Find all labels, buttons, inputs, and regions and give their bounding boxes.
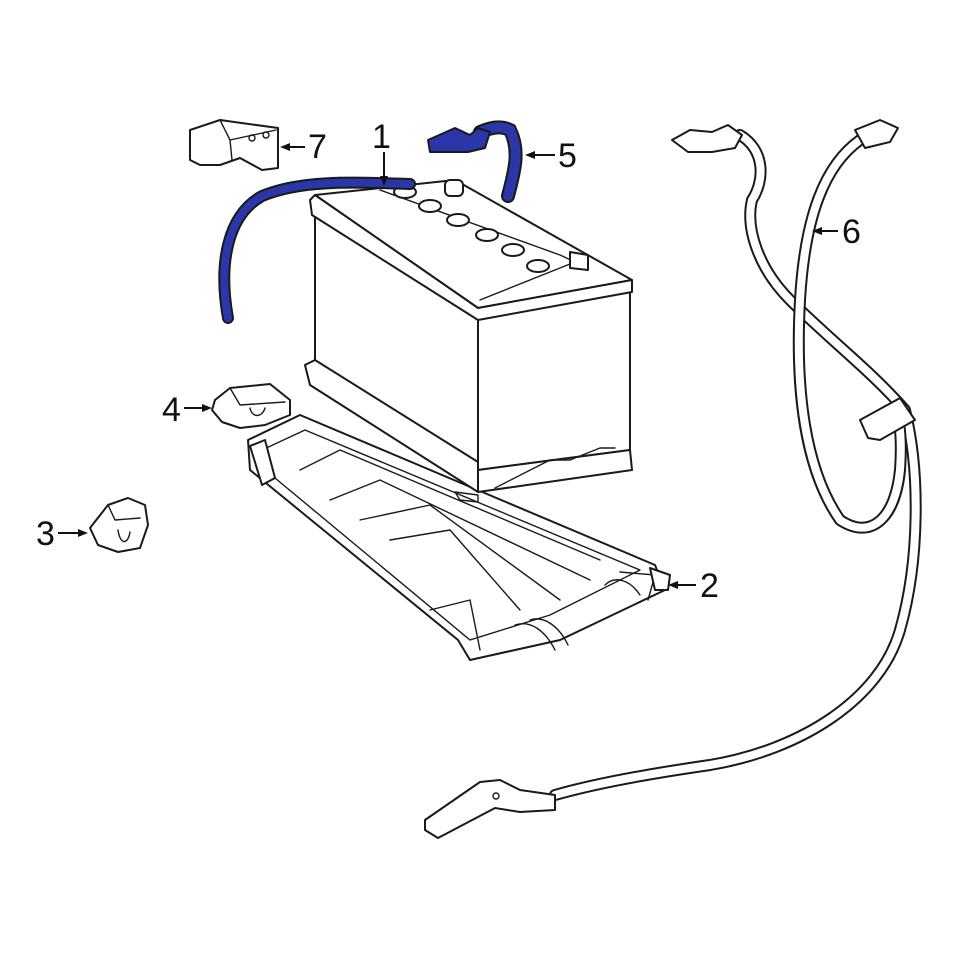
callout-3: 3: [36, 515, 88, 553]
callout-2-label: 2: [700, 567, 719, 605]
callout-5-label: 5: [558, 137, 577, 175]
callout-2: 2: [668, 567, 719, 605]
callout-5: 5: [525, 137, 577, 175]
clip[interactable]: [89, 497, 149, 553]
battery-tray[interactable]: [247, 414, 671, 661]
callout-1-label: 1: [372, 118, 391, 156]
callout-4-label: 4: [162, 391, 181, 429]
callout-1: 1: [372, 118, 391, 186]
callout-6: 6: [812, 213, 861, 251]
callout-3-label: 3: [36, 515, 55, 553]
callout-6-label: 6: [842, 213, 861, 251]
battery[interactable]: [304, 179, 633, 503]
negative-cable[interactable]: [424, 119, 922, 839]
callout-7-label: 7: [308, 128, 327, 166]
hold-down-clamp[interactable]: [211, 383, 291, 429]
callout-4: 4: [162, 391, 212, 429]
callout-7: 7: [280, 128, 327, 166]
terminal-cover[interactable]: [189, 119, 279, 171]
positive-cable[interactable]: [218, 120, 523, 324]
